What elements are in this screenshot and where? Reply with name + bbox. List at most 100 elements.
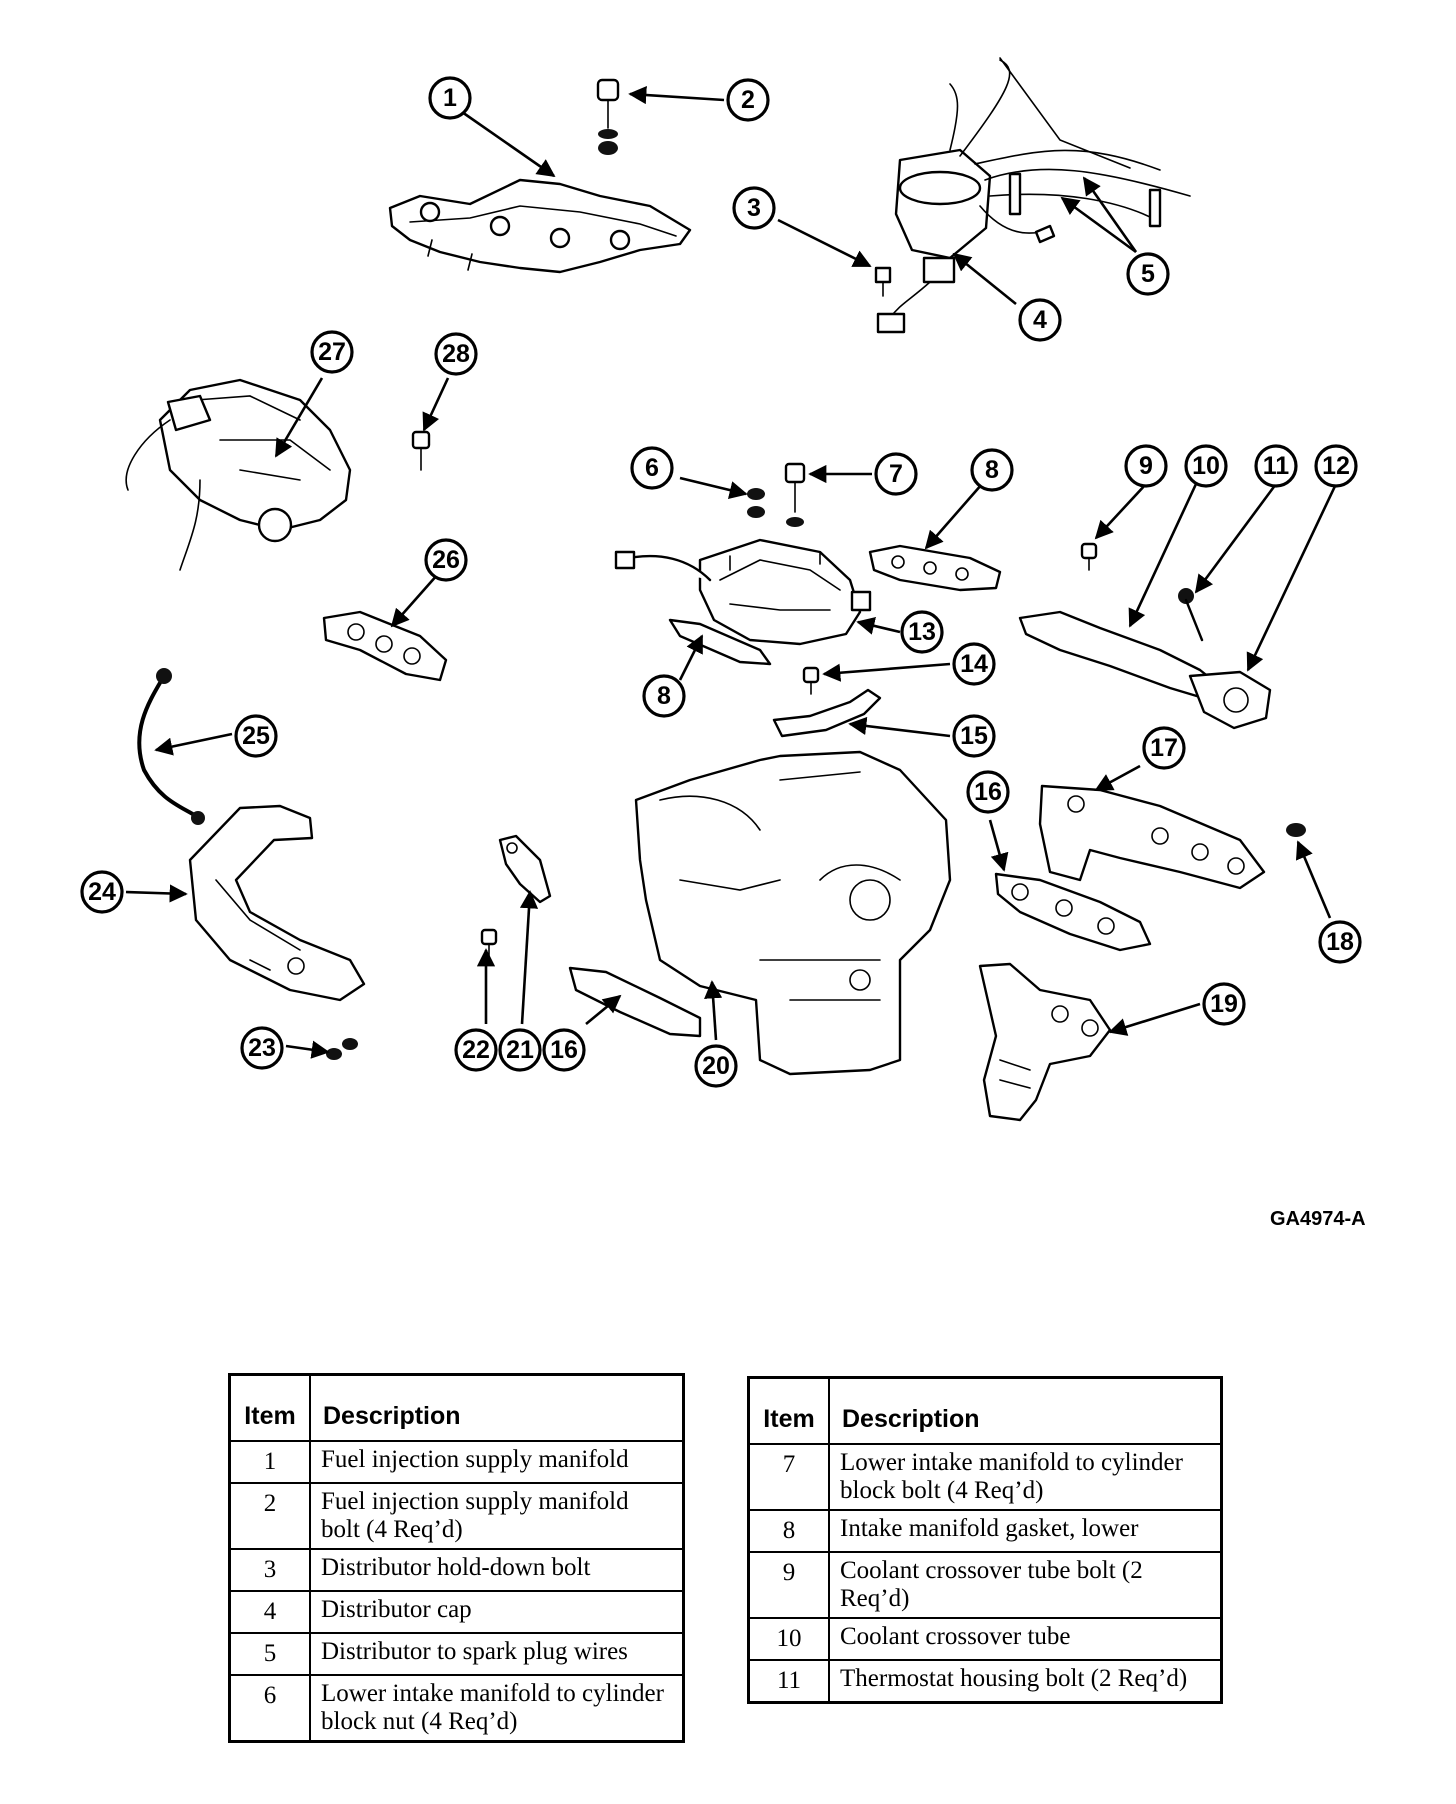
item-description: Distributor cap [309,1590,685,1634]
part-coolant-crossover-tube [1018,610,1272,730]
callout-12: 12 [1314,444,1358,488]
svg-text:2: 2 [741,86,755,114]
item-number: 8 [747,1509,830,1553]
svg-text:11: 11 [1263,452,1290,480]
item-number: 2 [228,1482,311,1550]
svg-text:20: 20 [702,1052,730,1080]
item-number: 10 [747,1617,830,1661]
callout-8-bottom: 8 [642,674,686,718]
item-description: Intake manifold gasket, lower [828,1509,1223,1553]
item-description: Fuel injection supply manifold bolt (4 R… [309,1482,685,1550]
item-description: Thermostat housing bolt (2 Req’d) [828,1659,1223,1704]
figure-id: GA4974-A [1270,1208,1366,1230]
callout-16-right: 16 [966,770,1010,814]
part-upper-intake-gasket [322,610,448,682]
callout-3: 3 [732,186,776,230]
header-item: Item [747,1376,830,1445]
svg-text:5: 5 [1141,260,1155,288]
part-distributor [874,148,992,334]
svg-text:16: 16 [974,778,1002,806]
svg-text:19: 19 [1210,990,1238,1018]
callout-8-top: 8 [970,448,1014,492]
callout-19: 19 [1202,982,1246,1026]
svg-text:1: 1 [443,84,457,112]
callout-24: 24 [80,870,124,914]
item-number: 4 [228,1590,311,1634]
part-exhaust-gasket-16-right [994,872,1152,952]
legend-header-row: Item Description [228,1373,685,1442]
svg-text:27: 27 [318,338,346,366]
callout-5: 5 [1126,252,1170,296]
item-number: 3 [228,1548,311,1592]
part-supply-manifold-bolt [596,78,620,155]
item-number: 6 [228,1674,311,1743]
svg-text:8: 8 [985,456,999,484]
svg-text:25: 25 [242,722,270,750]
callout-23: 23 [240,1026,284,1070]
callout-10: 10 [1184,444,1228,488]
callout-14: 14 [952,642,996,686]
callout-11: 11 [1254,444,1298,488]
part-spark-plug-wires [949,57,1191,244]
part-bolt-22 [480,928,498,961]
part-bolt-11 [1178,588,1204,642]
callout-9: 9 [1124,444,1168,488]
part-bolt-9 [1080,542,1098,571]
svg-text:22: 22 [462,1036,490,1064]
svg-text:17: 17 [1150,734,1178,762]
part-bolt-7 [784,462,806,527]
svg-text:10: 10 [1192,452,1220,480]
callout-28: 28 [434,332,478,376]
item-number: 11 [747,1659,830,1704]
callout-20: 20 [694,1044,738,1088]
callout-16-middle: 16 [542,1028,586,1072]
callout-2: 2 [726,78,770,122]
part-upper-manifold-bolt [411,430,431,471]
item-description: Coolant crossover tube bolt (2 Req’d) [828,1551,1223,1619]
part-nut-6 [747,488,765,518]
callout-6: 6 [630,446,674,490]
svg-text:3: 3 [747,194,761,222]
header-description: Description [828,1376,1223,1445]
part-bolt-14 [802,666,820,695]
callout-21: 21 [498,1028,542,1072]
callout-18: 18 [1318,920,1362,964]
part-fuel-injection-supply-manifold [388,178,692,274]
header-description: Description [309,1373,685,1442]
part-hose-15 [772,688,882,738]
legend-header-row: Item Description [747,1376,1223,1445]
svg-text:21: 21 [506,1036,534,1064]
callout-17: 17 [1142,726,1186,770]
item-number: 5 [228,1632,311,1676]
callout-25: 25 [234,714,278,758]
callout-27: 27 [310,330,354,374]
svg-text:28: 28 [442,340,470,368]
item-description: Distributor to spark plug wires [309,1632,685,1676]
svg-text:24: 24 [88,878,116,906]
callout-26: 26 [424,538,468,582]
svg-text:12: 12 [1322,452,1350,480]
svg-text:9: 9 [1139,452,1153,480]
item-number: 9 [747,1551,830,1619]
svg-text:26: 26 [432,546,460,574]
part-egr-tube-25 [137,668,205,825]
header-item: Item [228,1373,311,1442]
svg-text:4: 4 [1033,306,1047,334]
part-upper-intake-manifold [125,378,352,571]
part-exhaust-gasket-16-left [568,966,702,1038]
part-exhaust-manifold-24 [188,804,366,1002]
item-description: Distributor hold-down bolt [309,1548,685,1592]
svg-text:18: 18 [1326,928,1354,956]
callout-13: 13 [900,610,944,654]
part-cylinder-block-20 [634,750,952,1076]
svg-text:14: 14 [960,650,988,678]
